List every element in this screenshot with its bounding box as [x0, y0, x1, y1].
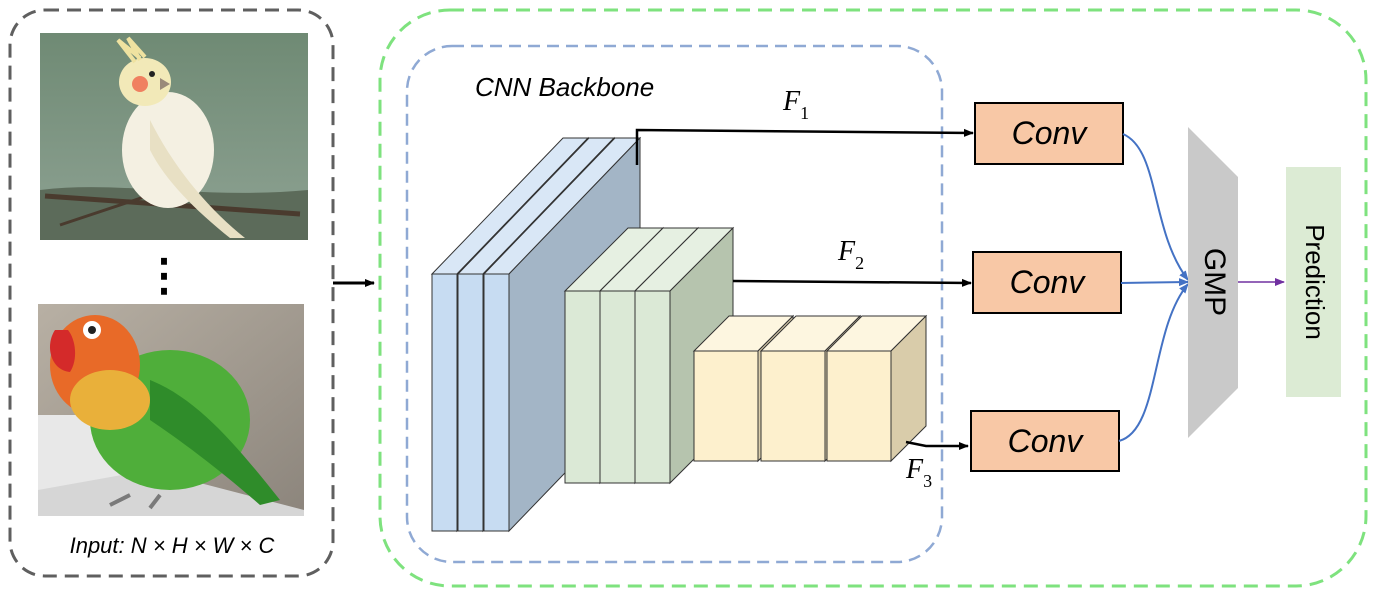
input-panel: ⋮ Input: N × H × W × C	[8, 8, 335, 578]
feature-label-f2-base: F	[837, 236, 856, 267]
conv-block-3: Conv	[970, 410, 1120, 472]
stage-3-block	[825, 314, 928, 463]
connector-conv3-gmp	[1118, 283, 1189, 442]
conv-block-1: Conv	[974, 102, 1124, 165]
feature-label-f3-sub: 3	[923, 471, 932, 491]
connector-conv2-gmp	[1120, 278, 1189, 287]
conv-block-2-label: Conv	[1010, 264, 1087, 300]
feature-arrow-f1	[635, 128, 974, 165]
lovebird-photo	[38, 304, 304, 516]
feature-label-f2: F2	[837, 236, 864, 273]
prediction-label: Prediction	[1300, 224, 1330, 340]
conv-block-2: Conv	[972, 251, 1122, 314]
prediction-block: Prediction	[1286, 167, 1341, 397]
feature-label-f1-sub: 1	[800, 103, 809, 123]
stage-2-blocks	[563, 226, 735, 485]
conv-block-3-label: Conv	[1008, 423, 1085, 459]
feature-arrow-f3	[905, 440, 969, 450]
model-border	[378, 8, 1368, 588]
feature-arrow-f2	[732, 278, 972, 287]
conv-block-1-label: Conv	[1012, 115, 1089, 151]
feature-label-f3: F3	[905, 454, 932, 491]
connector-conv1-gmp	[1122, 133, 1189, 281]
stage-3-blocks	[692, 314, 928, 463]
backbone-border	[405, 44, 944, 564]
feature-label-f3-base: F	[905, 454, 924, 485]
input-panel-border	[8, 8, 335, 578]
backbone-label: CNN Backbone	[475, 72, 654, 102]
gmp-block: GMP	[1188, 127, 1238, 438]
cockatiel-photo	[40, 33, 308, 240]
feature-label-f2-sub: 2	[855, 253, 864, 273]
feature-label-f1-base: F	[782, 86, 801, 117]
ellipsis: ⋮	[142, 251, 186, 300]
gmp-label: GMP	[1198, 248, 1231, 316]
input-shape-label: Input: N × H × W × C	[70, 533, 275, 558]
feature-label-f1: F1	[782, 86, 809, 123]
